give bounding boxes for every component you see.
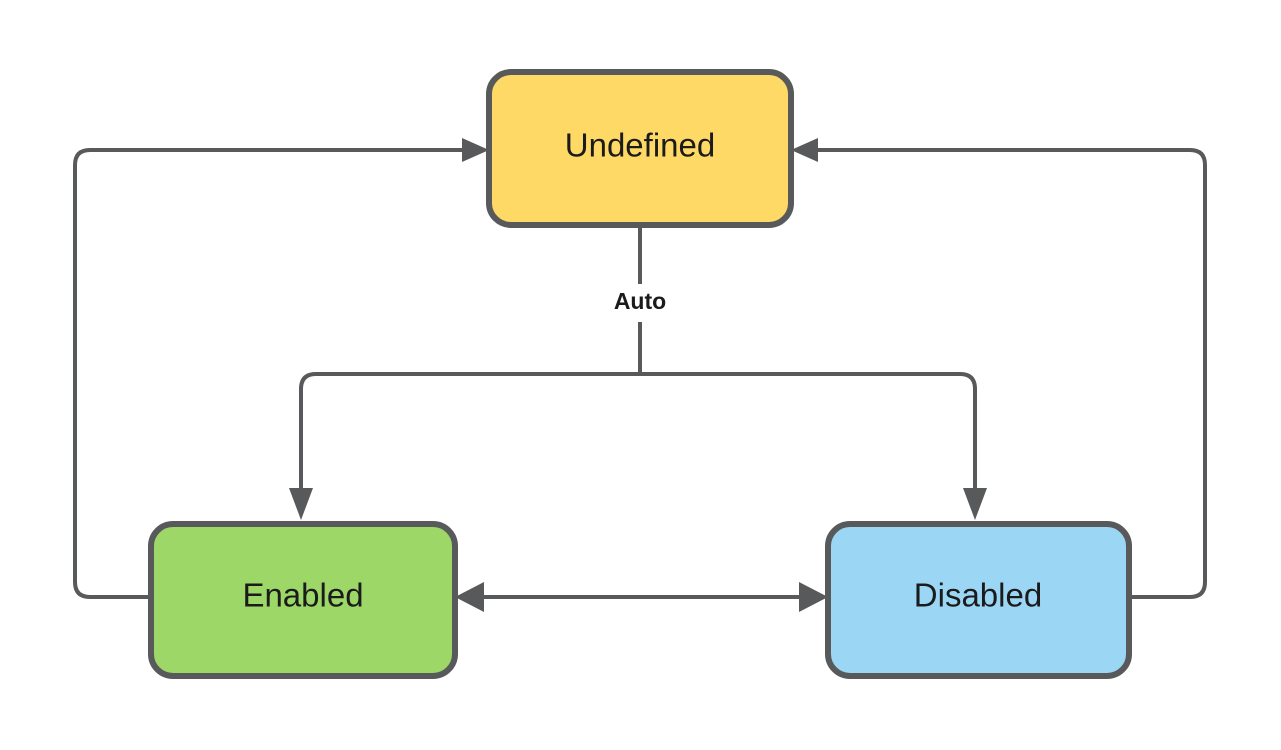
node-disabled-box (825, 521, 1132, 679)
edge-auto-label-halo (594, 284, 686, 322)
node-disabled-label: Disabled (914, 577, 1042, 614)
edge-disabled-to-undefined-arrowhead (791, 138, 818, 162)
edge-enabled-to-undefined-line (73, 148, 472, 599)
edge-undefined-to-enabled-line (299, 372, 640, 490)
edge-enabled-to-undefined-arrowhead (462, 138, 489, 162)
edge-enabled-disabled-arrowhead-left (455, 582, 484, 612)
node-undefined-label: Undefined (565, 127, 715, 164)
node-disabled[interactable]: Disabled (825, 521, 1132, 679)
edge-undefined-to-disabled-arrowhead (963, 488, 987, 520)
edge-enabled-disabled[interactable] (455, 582, 828, 612)
edge-enabled-disabled-arrowhead-right (799, 582, 828, 612)
node-enabled-label: Enabled (242, 577, 363, 614)
node-enabled[interactable]: Enabled (148, 521, 458, 679)
edge-disabled-to-undefined-line (808, 148, 1207, 599)
node-undefined[interactable]: Undefined (486, 69, 794, 228)
edge-enabled-to-undefined[interactable] (73, 138, 489, 599)
node-undefined-box (486, 69, 794, 228)
node-enabled-box (148, 521, 458, 679)
edge-undefined-to-disabled-line (640, 372, 977, 490)
edge-auto-label: Auto (614, 288, 666, 314)
edge-undefined-auto-fork[interactable]: Auto (289, 225, 987, 520)
edge-disabled-to-undefined[interactable] (791, 138, 1207, 599)
edge-undefined-to-enabled-arrowhead (289, 488, 313, 520)
